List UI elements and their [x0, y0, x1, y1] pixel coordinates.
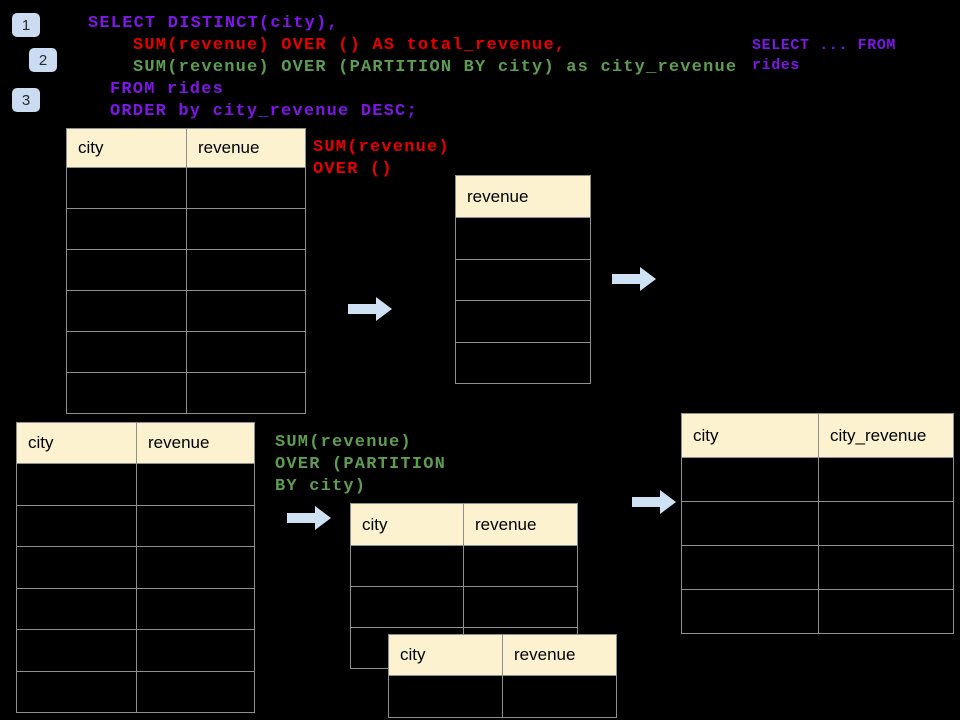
- table-cell: [187, 209, 306, 250]
- table-cell: [67, 209, 187, 250]
- column-header-city: city: [351, 504, 464, 546]
- table-cell: [17, 464, 137, 506]
- table-cell: [456, 301, 591, 343]
- table-cell: [682, 458, 819, 502]
- sql-line-total-revenue: SUM(revenue) OVER () AS total_revenue,: [133, 36, 567, 55]
- annotation-total-line1: SUM(revenue): [313, 138, 450, 157]
- sql-line-from: FROM rides: [110, 80, 225, 99]
- column-header-city: city: [682, 414, 819, 458]
- table-cell: [67, 168, 187, 209]
- table-cell: [456, 259, 591, 301]
- table-cell: [137, 588, 255, 630]
- table-cell: [67, 291, 187, 332]
- column-header-city: city: [67, 129, 187, 168]
- table-cell: [17, 630, 137, 672]
- annotation-total-line2: OVER (): [313, 160, 393, 179]
- table-cell: [819, 546, 954, 590]
- table-cell: [17, 588, 137, 630]
- table-cell: [187, 250, 306, 291]
- step-badge-3: 3: [12, 88, 40, 112]
- table-cell: [503, 676, 617, 718]
- column-header-city: city: [17, 423, 137, 464]
- table-cell: [187, 291, 306, 332]
- table-cell: [137, 464, 255, 506]
- column-header-city: city: [389, 635, 503, 676]
- table-cell: [351, 587, 464, 628]
- step-badge-2: 2: [29, 48, 57, 72]
- table-cell: [464, 587, 578, 628]
- table-cell: [456, 342, 591, 384]
- table-total-revenue-result: revenue: [455, 175, 591, 384]
- table-cell: [819, 502, 954, 546]
- table-cell: [464, 546, 578, 587]
- table-cell: [682, 546, 819, 590]
- table-cell: [819, 590, 954, 634]
- table-source-top: city revenue: [66, 128, 306, 414]
- table-cell: [456, 218, 591, 260]
- arrow-right-icon: [287, 506, 331, 530]
- sql-line-partition: SUM(revenue) OVER (PARTITION BY city) as…: [133, 58, 738, 77]
- table-cell: [17, 671, 137, 713]
- column-header-city-revenue: city_revenue: [819, 414, 954, 458]
- table-cell: [682, 590, 819, 634]
- table-cell: [187, 373, 306, 414]
- table-cell: [17, 505, 137, 547]
- table-final-result: city city_revenue: [681, 413, 954, 634]
- sql-line-order-by: ORDER by city_revenue DESC;: [110, 102, 418, 121]
- arrow-right-icon: [612, 267, 656, 291]
- table-cell: [67, 373, 187, 414]
- table-cell: [351, 546, 464, 587]
- column-header-revenue: revenue: [137, 423, 255, 464]
- table-cell: [137, 630, 255, 672]
- side-code-snippet: SELECT ... FROM rides: [752, 36, 896, 76]
- table-source-bottom: city revenue: [16, 422, 255, 713]
- table-cell: [17, 547, 137, 589]
- arrow-right-icon: [348, 297, 392, 321]
- table-cell: [389, 676, 503, 718]
- annotation-partition-line3: BY city): [275, 477, 367, 496]
- column-header-revenue: revenue: [503, 635, 617, 676]
- annotation-partition: SUM(revenue) OVER (PARTITION BY city): [275, 432, 446, 498]
- annotation-partition-line1: SUM(revenue): [275, 433, 412, 452]
- table-cell: [67, 250, 187, 291]
- side-code-line1: SELECT ... FROM: [752, 37, 897, 54]
- annotation-partition-line2: OVER (PARTITION: [275, 455, 447, 474]
- table-partition-front: city revenue: [388, 634, 617, 718]
- table-cell: [137, 547, 255, 589]
- sql-line-select: SELECT DISTINCT(city),: [88, 14, 339, 33]
- table-cell: [67, 332, 187, 373]
- table-cell: [137, 671, 255, 713]
- table-cell: [187, 168, 306, 209]
- side-code-line2: rides: [752, 57, 801, 74]
- arrow-right-icon: [632, 490, 676, 514]
- column-header-revenue: revenue: [456, 176, 591, 218]
- column-header-revenue: revenue: [464, 504, 578, 546]
- table-cell: [819, 458, 954, 502]
- annotation-total-revenue: SUM(revenue) OVER (): [313, 137, 450, 181]
- table-cell: [137, 505, 255, 547]
- column-header-revenue: revenue: [187, 129, 306, 168]
- table-cell: [187, 332, 306, 373]
- step-badge-1: 1: [12, 13, 40, 37]
- table-cell: [682, 502, 819, 546]
